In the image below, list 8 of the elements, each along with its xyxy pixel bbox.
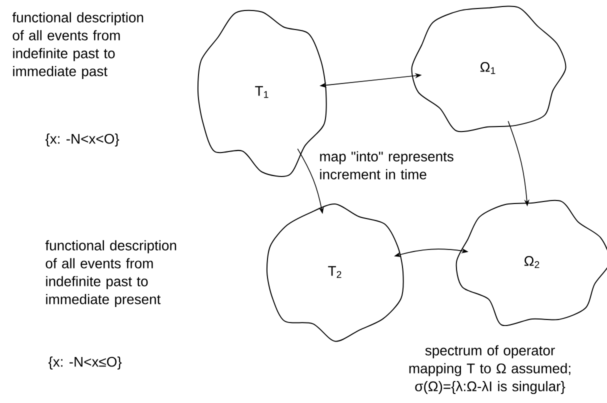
description-text: functional description of all events from indefinite past to immediate present [45,240,176,307]
region-blob: Ω$_{1}$ [411,6,566,132]
region-blob: Ω$_{2}$ [456,200,607,326]
caption-text: spectrum of operator mapping T to Ω assumed; σ(Ω)={λ:Ω-λI is singular} [409,345,570,394]
region-blob: T$_{2}$ [266,204,404,342]
set-notation: {x: -N<x<O} [45,134,120,146]
set-notation: {x: -N<x≤O} [48,356,122,370]
description-text: functional description of all events from indefinite past to immediate past [12,12,144,79]
